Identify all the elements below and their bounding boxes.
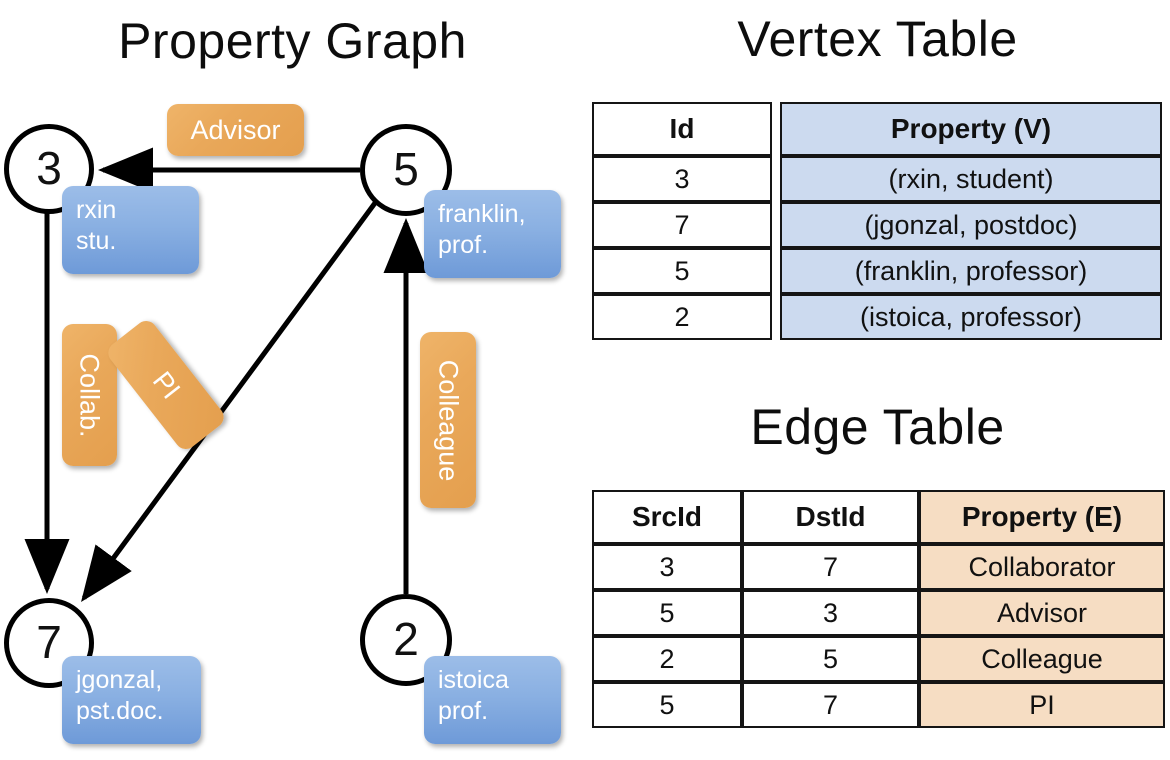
vertex-table-cell-id: 3: [592, 156, 772, 202]
edge-table-cell-dstid: 3: [742, 590, 919, 636]
graph-vertex-2-property-line1: istoica: [438, 666, 509, 694]
graph-edge-label-collab: Collab.: [62, 324, 117, 466]
vertex-table-cell-property: (jgonzal, postdoc): [780, 202, 1162, 248]
edge-table-cell-dstid: 5: [742, 636, 919, 682]
edge-table-cell-srcid: 5: [592, 590, 742, 636]
vertex-table-header-id: Id: [592, 102, 772, 156]
table-row[interactable]: 7 (jgonzal, postdoc): [592, 202, 1162, 248]
graph-edge-label-colleague: Colleague: [420, 332, 476, 508]
vertex-table-cell-property: (franklin, professor): [780, 248, 1162, 294]
edge-table-cell-property: Advisor: [919, 590, 1165, 636]
table-row[interactable]: 5 3 Advisor: [592, 590, 1165, 636]
vertex-table-header-property: Property (V): [780, 102, 1162, 156]
vertex-table-cell-id: 7: [592, 202, 772, 248]
graph-vertex-7-property-callout: jgonzal, pst.doc.: [62, 656, 201, 744]
graph-vertex-2[interactable]: 2: [360, 594, 452, 686]
graph-edge-label-advisor-text: Advisor: [190, 114, 281, 145]
edge-table-cell-srcid: 2: [592, 636, 742, 682]
page-title-property-graph: Property Graph: [118, 13, 467, 69]
property-graph-diagram: 3 5 7 2 rxin stu. franklin, prof. jgonza…: [4, 104, 561, 744]
vertex-table-cell-id: 5: [592, 248, 772, 294]
edge-table-header-dstid: DstId: [742, 490, 919, 544]
edge-table-cell-dstid: 7: [742, 544, 919, 590]
vertex-table-column-gap: [772, 248, 780, 294]
graph-edges-svg: [24, 147, 429, 603]
table-row[interactable]: 3 (rxin, student): [592, 156, 1162, 202]
graph-edge-label-pi-text: PI: [146, 365, 187, 404]
edge-table-header-srcid: SrcId: [592, 490, 742, 544]
graph-vertex-3-property-line1: rxin: [76, 196, 117, 224]
page-title-edge-table: Edge Table: [750, 399, 1005, 455]
graph-vertex-5-id: 5: [393, 143, 419, 195]
table-row[interactable]: 2 (istoica, professor): [592, 294, 1162, 340]
graph-vertex-7-id: 7: [36, 616, 62, 668]
edge-table-cell-property: Collaborator: [919, 544, 1165, 590]
graph-vertex-5-property-line2: prof.: [438, 231, 489, 260]
edge-table-cell-srcid: 3: [592, 544, 742, 590]
edge-table-header-property: Property (E): [919, 490, 1165, 544]
vertex-table-cell-id: 2: [592, 294, 772, 340]
table-row[interactable]: 5 7 PI: [592, 682, 1165, 728]
edge-table-header-row: SrcId DstId Property (E): [592, 490, 1165, 544]
vertex-table-cell-property: (istoica, professor): [780, 294, 1162, 340]
vertex-table-column-gap: [772, 294, 780, 340]
edge-table-cell-dstid: 7: [742, 682, 919, 728]
graph-vertex-5-property-line1: franklin,: [438, 200, 526, 228]
vertex-table-column-gap: [772, 202, 780, 248]
graph-vertex-2-property-line2: prof.: [438, 697, 489, 726]
table-row[interactable]: 2 5 Colleague: [592, 636, 1165, 682]
edge-table: SrcId DstId Property (E) 3 7 Collaborato…: [592, 490, 1165, 728]
graph-vertex-7-property-line1: jgonzal,: [76, 666, 163, 694]
vertex-table-header-row: Id Property (V): [592, 102, 1162, 156]
page-title-vertex-table: Vertex Table: [737, 11, 1018, 67]
edge-table-cell-property: PI: [919, 682, 1165, 728]
table-row[interactable]: 3 7 Collaborator: [592, 544, 1165, 590]
graph-vertex-3-property-line2: stu.: [76, 227, 117, 256]
edge-table-cell-property: Colleague: [919, 636, 1165, 682]
graph-vertex-3-property-callout: rxin stu.: [62, 186, 199, 274]
table-row[interactable]: 5 (franklin, professor): [592, 248, 1162, 294]
graph-edge-label-collab-text: Collab.: [75, 352, 106, 438]
graph-vertex-7-property-line2: pst.doc.: [76, 697, 164, 726]
graph-edge-5-to-7: [81, 201, 378, 603]
graph-vertex-5-property-callout: franklin, prof.: [424, 190, 561, 278]
vertex-table: Id Property (V) 3 (rxin, student) 7 (jgo…: [592, 102, 1162, 340]
vertex-table-column-gap: [772, 156, 780, 202]
vertex-table-cell-property: (rxin, student): [780, 156, 1162, 202]
graph-edge-label-advisor: Advisor: [167, 104, 304, 156]
graph-vertex-5[interactable]: 5: [360, 124, 452, 216]
graph-vertex-2-property-callout: istoica prof.: [424, 656, 561, 744]
edge-table-cell-srcid: 5: [592, 682, 742, 728]
vertex-table-column-gap: [772, 102, 780, 156]
graph-vertex-3-id: 3: [36, 142, 62, 194]
graph-vertex-2-id: 2: [393, 613, 419, 665]
graph-edge-label-colleague-text: Colleague: [433, 359, 464, 481]
